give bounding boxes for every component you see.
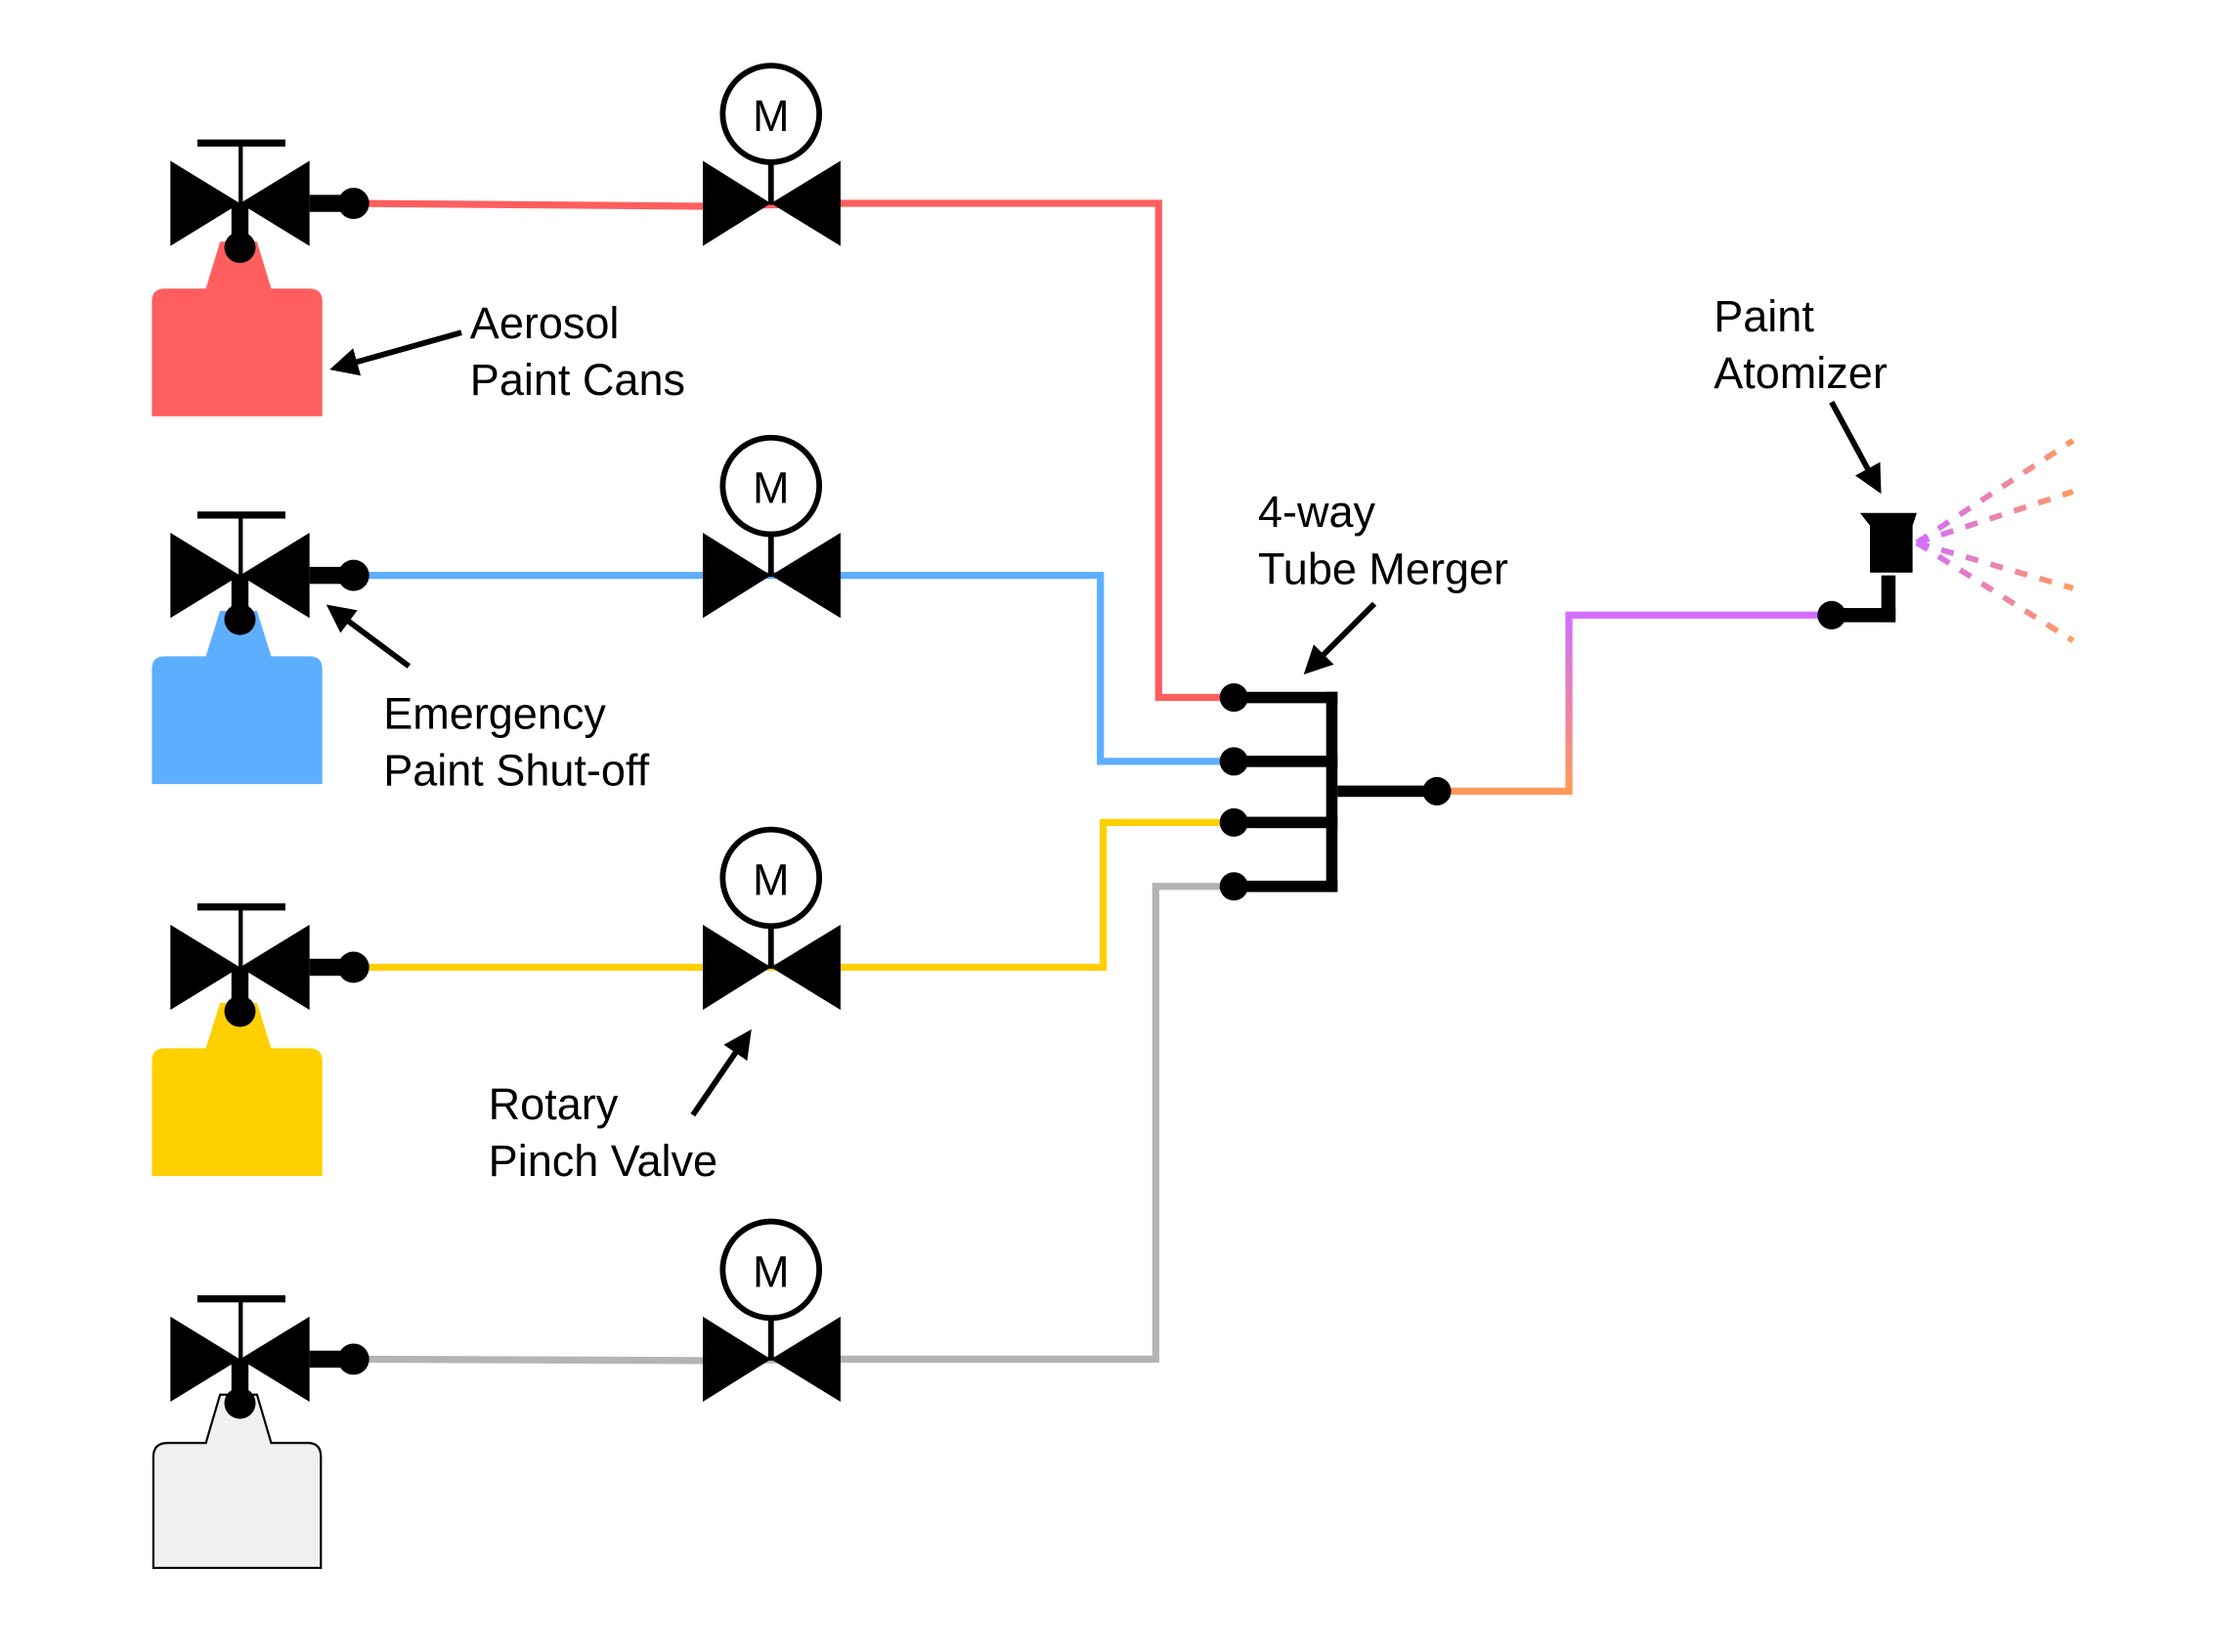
svg-text:Paint Cans: Paint Cans [470, 355, 685, 405]
motor-label: M [753, 91, 790, 141]
merger-inlet-3 [1219, 807, 1248, 837]
svg-text:Tube Merger: Tube Merger [1258, 543, 1508, 593]
svg-text:Rotary: Rotary [489, 1079, 619, 1129]
arrow-merger [1303, 601, 1377, 675]
label-paint-atomizer: Paint Atomizer [1714, 291, 1888, 398]
paint-can-gray [152, 1393, 323, 1570]
merger-inlet-1 [1219, 683, 1248, 713]
pinch-valve-gray[interactable]: M [703, 1218, 841, 1403]
motor-label: M [753, 854, 790, 904]
paint-can-yellow [152, 1002, 323, 1177]
paint-can-blue [152, 610, 323, 785]
shutoff-valve-yellow[interactable] [170, 903, 369, 1027]
arrow-aerosol [329, 329, 462, 376]
arrow-atomizer [1829, 401, 1882, 495]
merger-inlet-2 [1219, 747, 1248, 776]
arrow-pinch [690, 1029, 752, 1117]
merger-outlet [1422, 776, 1452, 805]
gray-pipe [355, 883, 1235, 1365]
red-pipe [355, 199, 1235, 702]
shutoff-valve-gray[interactable] [170, 1295, 369, 1419]
annotation-arrows [326, 329, 1882, 1117]
svg-text:Atomizer: Atomizer [1714, 348, 1888, 398]
pinch-valve-yellow[interactable]: M [703, 826, 841, 1011]
shutoff-valve-red[interactable] [170, 139, 369, 264]
label-emergency-shutoff: Emergency Paint Shut-off [383, 688, 649, 795]
label-rotary-pinch-valve: Rotary Pinch Valve [489, 1079, 717, 1186]
svg-text:Paint: Paint [1714, 291, 1814, 341]
label-tube-merger: 4-way Tube Merger [1258, 487, 1508, 593]
svg-text:Emergency: Emergency [383, 688, 606, 738]
label-aerosol-paint-cans: Aerosol Paint Cans [470, 298, 685, 405]
pinch-valve-blue[interactable]: M [703, 434, 841, 619]
merger-inlet-4 [1219, 872, 1248, 901]
motor-icon [719, 434, 823, 538]
spray-icon [1915, 438, 2075, 643]
svg-text:Pinch Valve: Pinch Valve [489, 1136, 717, 1186]
svg-text:Paint Shut-off: Paint Shut-off [383, 746, 649, 796]
svg-text:Aerosol: Aerosol [470, 298, 620, 348]
motor-label: M [753, 1246, 790, 1296]
svg-text:4-way: 4-way [1258, 487, 1376, 537]
motor-label: M [753, 463, 790, 513]
paint-atomizer[interactable] [1817, 438, 2075, 643]
output-pipe [1436, 611, 1832, 796]
arrow-shutoff [326, 604, 412, 669]
tube-merger[interactable] [1219, 683, 1452, 901]
shutoff-valve-blue[interactable] [170, 511, 369, 635]
paint-can-red [152, 241, 323, 416]
pinch-valve-red[interactable]: M [703, 63, 841, 246]
